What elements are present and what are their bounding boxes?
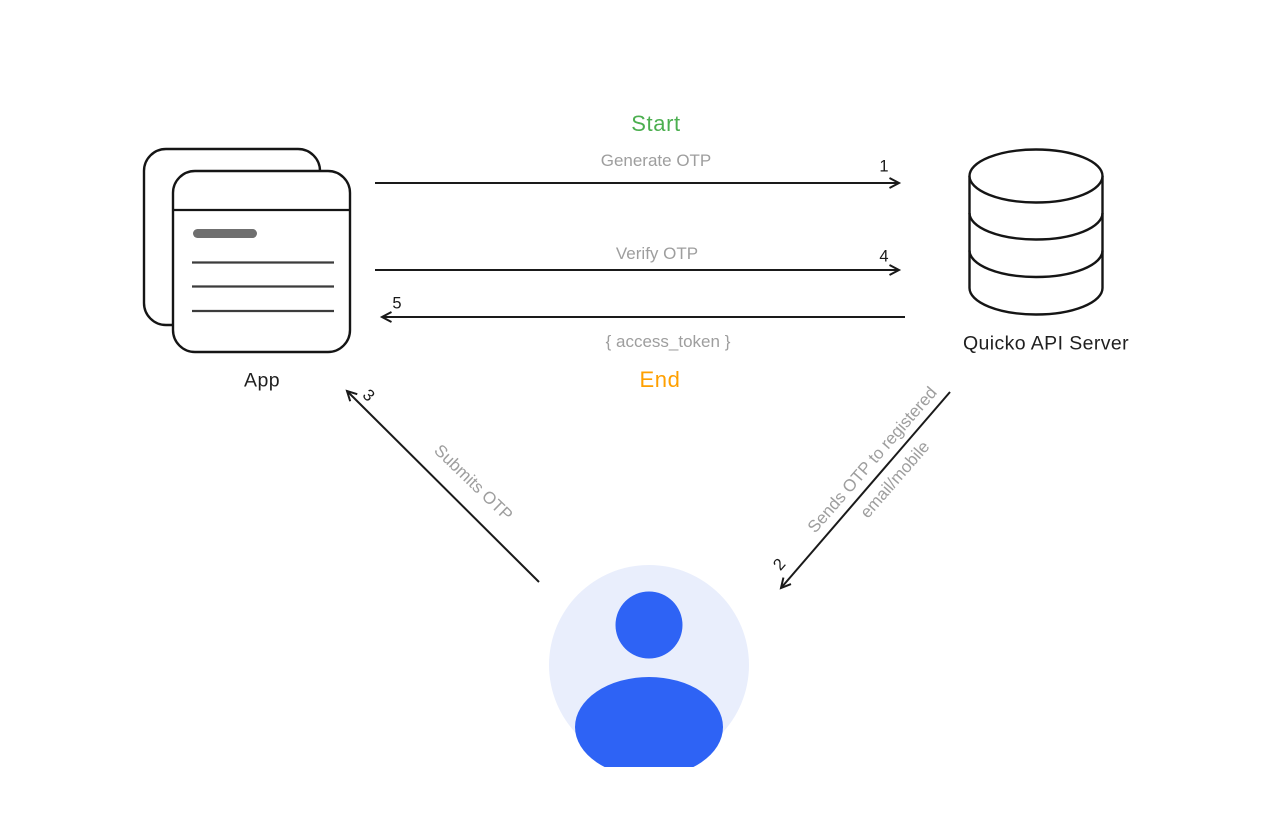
cylinder-top [968,148,1104,204]
cylinder-arc [968,250,1104,279]
step-number-5: 5 [392,294,402,313]
end-marker: End [639,367,681,392]
start-marker: Start [631,111,681,136]
submits-otp-label: Submits OTP [430,440,517,525]
avatar-head [615,591,683,659]
step-number-4: 4 [879,247,889,266]
generate-otp-label: Generate OTP [600,151,712,170]
cylinder-body [968,176,1104,316]
app-window-stack-icon [142,147,352,354]
heading-bar [193,229,257,238]
app-node-label: App [244,369,280,392]
cylinder-arc [968,212,1104,241]
verify-otp-label: Verify OTP [615,244,699,263]
person-avatar-icon [549,565,749,767]
sends-otp-label: Sends OTP to registered email/mobile [800,380,968,560]
server-node-label: Quicko API Server [962,332,1130,355]
step-number-3: 3 [358,385,378,406]
arrow-submits-otp [345,389,540,583]
access-token-label: { access_token } [605,332,731,351]
avatar-body [575,677,723,767]
database-icon [968,148,1104,316]
step-number-1: 1 [879,157,889,176]
step-number-2: 2 [769,555,790,575]
